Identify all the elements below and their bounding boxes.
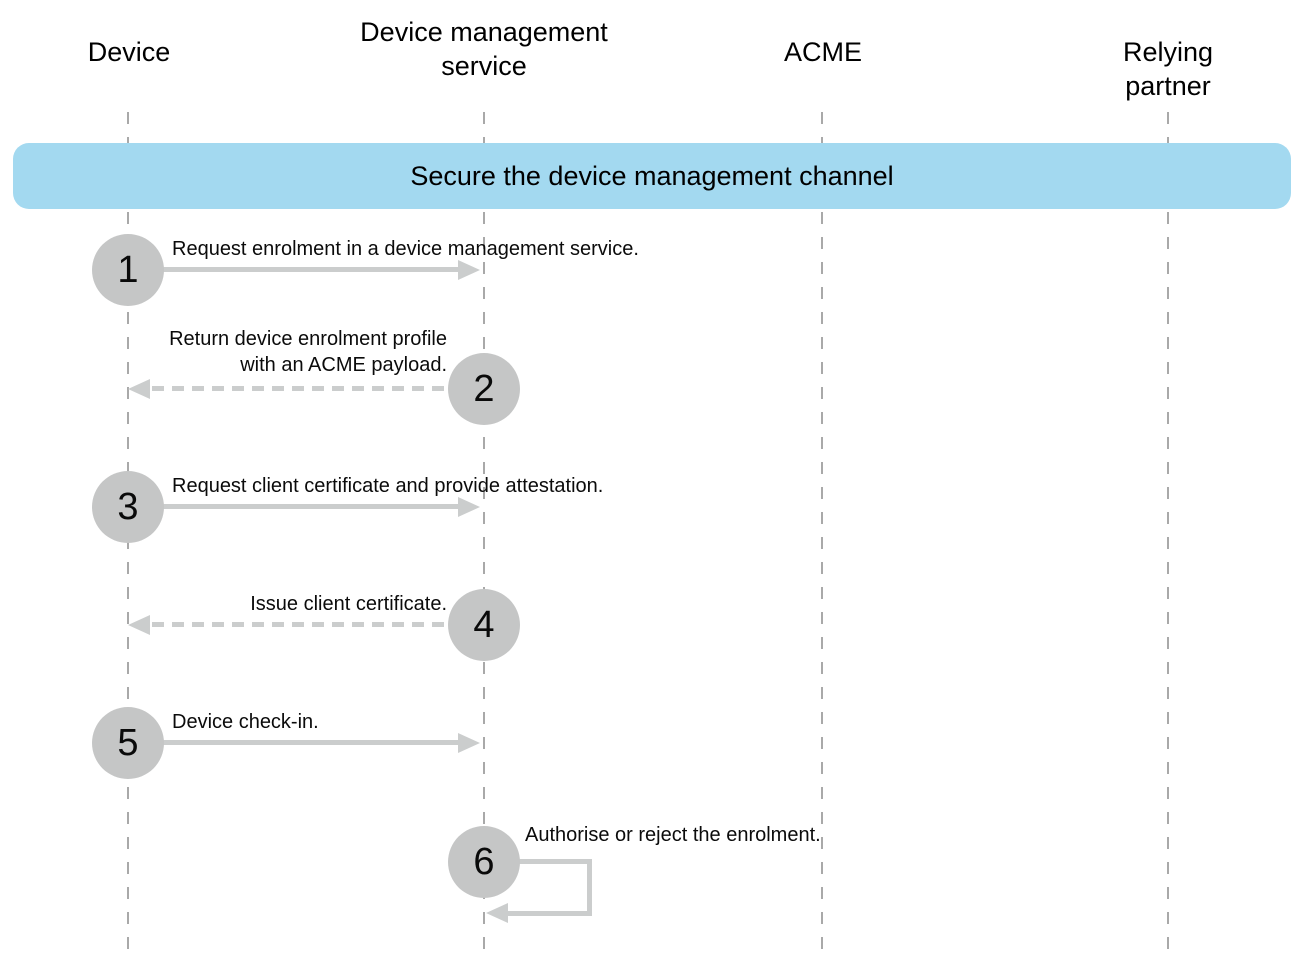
arrow-4-left-arrowhead-icon — [128, 615, 150, 635]
lifeline-acme — [821, 112, 823, 950]
actor-label-device: Device — [87, 37, 171, 67]
actor-label-device-management-service: Device management service — [360, 17, 608, 81]
arrow-4-dashed-line — [152, 622, 448, 627]
message-label-4: Issue client certificate. — [250, 593, 447, 615]
step-circle-3: 3 — [92, 471, 164, 543]
arrow-5-right-arrowhead-icon — [458, 733, 480, 753]
step-circle-4: 4 — [448, 589, 520, 661]
actor-label-relying-partner: Relying partner — [1122, 37, 1214, 101]
arrow-3-right-arrowhead-icon — [458, 497, 480, 517]
message-label-1: Request enrolment in a device management… — [172, 238, 639, 260]
actor-label-acme: ACME — [783, 37, 863, 67]
arrow-3-line — [150, 504, 458, 509]
step-circle-5: 5 — [92, 707, 164, 779]
message-label-3: Request client certificate and provide a… — [172, 475, 604, 497]
arrow-6-loop-right-segment — [587, 859, 592, 916]
secure-channel-banner-label: Secure the device management channel — [410, 160, 894, 191]
step-circle-1: 1 — [92, 234, 164, 306]
step-circle-6: 6 — [448, 826, 520, 898]
message-label-5: Device check-in. — [172, 711, 319, 733]
arrow-6-left-arrowhead-icon — [486, 903, 508, 923]
step-circle-2: 2 — [448, 353, 520, 425]
message-label-6: Authorise or reject the enrolment. — [525, 824, 821, 846]
arrow-6-loop-bottom-segment — [505, 911, 592, 916]
arrow-1-right-arrowhead-icon — [458, 260, 480, 280]
secure-channel-banner: Secure the device management channel — [13, 143, 1291, 209]
message-label-2: Return device enrolment profile with an … — [169, 328, 447, 376]
arrow-5-line — [150, 740, 458, 745]
arrow-2-left-arrowhead-icon — [128, 379, 150, 399]
arrow-6-loop-top-segment — [505, 859, 592, 864]
arrow-1-line — [150, 267, 458, 272]
lifeline-relying-partner — [1167, 112, 1169, 950]
lifeline-device-management-service — [483, 112, 485, 950]
arrow-2-dashed-line — [152, 386, 448, 391]
